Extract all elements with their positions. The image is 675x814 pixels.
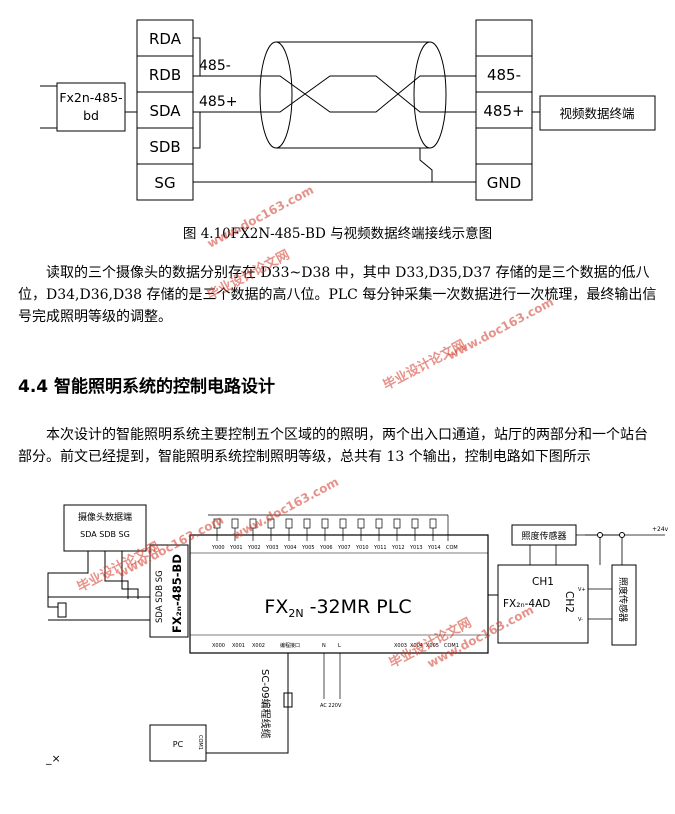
wire-label-485minus: 485- xyxy=(199,58,231,74)
fx2n-485-bd-label-1: Fx2n-485- xyxy=(59,90,122,105)
input-x001: X001 xyxy=(232,643,245,649)
supply-terminal xyxy=(597,532,603,538)
paragraph-control-circuit: 本次设计的智能照明系统主要控制五个区域的的照明，两个出入口通道，站厅的两部分和一… xyxy=(18,424,658,468)
right-terminal-485plus: 485+ xyxy=(483,102,524,120)
fx2n-485-bd-board xyxy=(149,544,189,638)
plc-body xyxy=(189,534,489,654)
camera-data-label: 摄像头数据端 xyxy=(78,511,132,523)
left-terminal-block xyxy=(136,19,194,201)
wire-label-485plus: 485+ xyxy=(199,94,237,110)
figure-caption: 图 4.10FX2N-485-BD 与视频数据终端接线示意图 xyxy=(182,226,493,242)
twisted-pair-cable xyxy=(259,41,476,149)
right-terminal-block xyxy=(475,19,533,201)
paragraph-control-circuit-text: 本次设计的智能照明系统主要控制五个区域的的照明，两个出入口通道，站厅的两部分和一… xyxy=(18,427,648,465)
video-terminal-label: 视频数据终端 xyxy=(559,106,634,121)
output-y001: Y001 xyxy=(229,545,243,551)
stray-mark: _× xyxy=(46,752,61,765)
output-y000: Y000 xyxy=(211,545,225,551)
input-x000: X000 xyxy=(212,643,225,649)
termination-resistor xyxy=(57,602,67,618)
input-x003: X003 xyxy=(394,643,407,649)
output-y011: Y011 xyxy=(373,545,387,551)
ad-vplus-label: V+ xyxy=(578,587,586,593)
output-y010: Y010 xyxy=(355,545,369,551)
video-terminal-box xyxy=(539,95,656,131)
output-lamps xyxy=(208,514,449,541)
output-y005: Y005 xyxy=(301,545,315,551)
terminal-sg: SG xyxy=(154,174,175,192)
ac-supply-label: AC 220V xyxy=(320,703,342,709)
input-prog-port: 编程接口 xyxy=(280,642,300,649)
bd-name-label: FX₂ₙ-485-BD xyxy=(170,554,184,633)
terminal-sdb: SDB xyxy=(149,138,180,156)
input-com1: COM1 xyxy=(444,643,459,649)
paragraph-data-storage: 读取的三个摄像头的数据分别存在 D33~D38 中，其中 D33,D35,D37… xyxy=(18,262,658,328)
output-y013: Y013 xyxy=(409,545,423,551)
plc-name: FX2N -32MR PLC xyxy=(264,596,411,620)
camera-pins-label: SDA SDB SG xyxy=(80,530,130,539)
wiring-diagram-485: RDA RDB SDA SDB SG 485- 485+ 485- 485+ G… xyxy=(40,19,656,201)
output-y003: Y003 xyxy=(265,545,279,551)
watermark-cn-2: 毕业设计论文网 xyxy=(380,337,468,394)
input-x005: X005 xyxy=(426,643,439,649)
paragraph-data-storage-text: 读取的三个摄像头的数据分别存在 D33~D38 中，其中 D33,D35,D37… xyxy=(18,265,657,325)
supply-24v-label: +24v xyxy=(652,526,669,533)
pc-com-label: COM1 xyxy=(197,735,203,750)
ad-module-label: FX₂ₙ-4AD xyxy=(503,598,550,610)
ad-vminus-label: V- xyxy=(578,617,583,623)
ad-ch1-label: CH1 xyxy=(532,576,554,588)
ad-ch2-label: CH2 xyxy=(563,591,575,613)
output-y002: Y002 xyxy=(247,545,261,551)
illuminance-sensor-right-label: 照度传感器 xyxy=(617,577,629,622)
input-x002: X002 xyxy=(252,643,265,649)
output-y012: Y012 xyxy=(391,545,405,551)
section-heading: 4.4 智能照明系统的控制电路设计 xyxy=(18,377,276,397)
terminal-rdb: RDB xyxy=(149,66,181,84)
output-y004: Y004 xyxy=(283,545,297,551)
right-terminal-gnd: GND xyxy=(487,174,521,192)
input-l: L xyxy=(338,643,341,649)
fx2n-4ad-module xyxy=(497,564,589,644)
output-y007: Y007 xyxy=(337,545,351,551)
pc-label: PC xyxy=(173,740,184,749)
control-circuit-diagram: 摄像头数据端 SDA SDB SG SDA SDB SG FX₂ₙ-485-BD… xyxy=(47,504,669,762)
illuminance-sensor-right xyxy=(611,564,637,646)
fx2n-485-bd-label-2: bd xyxy=(83,108,99,123)
terminal-rda: RDA xyxy=(149,30,182,48)
supply-terminal-2 xyxy=(619,532,625,538)
programming-cable-label: SC-09编程线缆 xyxy=(259,669,272,739)
terminal-sda: SDA xyxy=(149,102,181,120)
fx2n-485-bd-box xyxy=(40,82,137,132)
input-n: N xyxy=(322,643,326,649)
right-terminal-485minus: 485- xyxy=(487,66,521,84)
illuminance-sensor-top-label: 照度传感器 xyxy=(521,530,566,542)
output-y014: Y014 xyxy=(427,545,441,551)
input-x004: X004 xyxy=(410,643,423,649)
output-com: COM xyxy=(446,545,458,551)
bd-pins-label: SDA SDB SG xyxy=(155,570,165,623)
camera-data-box xyxy=(63,504,147,552)
pc-box xyxy=(149,724,207,762)
output-y006: Y006 xyxy=(319,545,333,551)
